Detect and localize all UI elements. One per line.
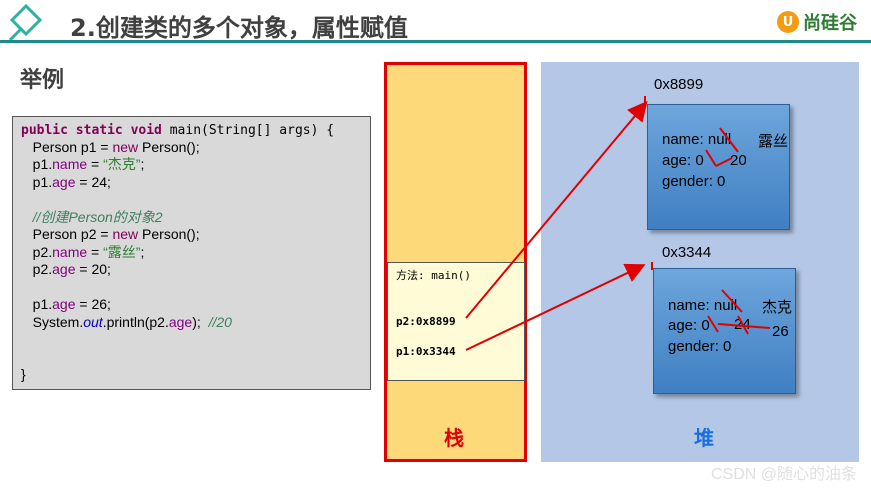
strike-name-2 <box>721 289 743 313</box>
object2-age-value-new: 26 <box>772 323 789 340</box>
strike-age-1 <box>705 149 717 167</box>
header-divider <box>0 40 871 43</box>
brand-u-icon: U <box>777 11 799 33</box>
object1-address: 0x8899 <box>654 76 704 93</box>
object1-name-field: name: null <box>662 131 732 148</box>
object1-age-value: 20 <box>730 152 747 169</box>
code-line: p2.name = “露丝”; <box>21 243 145 260</box>
slide-title: 2.创建类的多个对象，属性赋值 <box>70 14 408 42</box>
section-title: 举例 <box>20 68 65 93</box>
p1-reference: p1:0x3344 <box>396 345 456 358</box>
object2-age-field: age: 0 <box>668 317 710 334</box>
strike-age-1b <box>715 157 733 167</box>
object1-name-value: 露丝 <box>758 133 789 150</box>
object2-gender-field: gender: 0 <box>668 338 732 355</box>
object1-gender-field: gender: 0 <box>662 173 726 190</box>
brand-name: 尚硅谷 <box>803 13 857 34</box>
stack-frame-main: 方法: main() p2:0x8899 p1:0x3344 <box>387 262 525 381</box>
code-line: p2.age = 20; <box>21 261 111 277</box>
code-line: //创建Person的对象2 <box>21 208 163 225</box>
frame-title: 方法: main() <box>396 269 471 282</box>
arrow-p1-to-object2 <box>465 263 646 351</box>
object2-address: 0x3344 <box>662 244 712 261</box>
heap-object-p1: name: null age: 0 gender: 0 <box>653 268 796 394</box>
code-line: Person p1 = new Person(); <box>21 138 200 155</box>
watermark: CSDN @随心的油条 <box>710 466 857 483</box>
object1-age-field: age: 0 <box>662 152 704 169</box>
code-line: p1.age = 26; <box>21 296 111 312</box>
object2-name-value: 杰克 <box>762 299 793 316</box>
stack-label: 栈 <box>444 426 464 450</box>
code-line: } <box>21 366 26 382</box>
logo-icon <box>8 3 43 42</box>
heap-object-p2: name: null age: 0 gender: 0 <box>647 104 790 230</box>
code-line: System.out.println(p2.age); //20 <box>21 313 232 330</box>
code-line: public static void main(String[] args) { <box>21 123 335 138</box>
strike-name-1 <box>719 127 739 153</box>
code-block: public static void main(String[] args) {… <box>12 116 371 390</box>
heap-label: 堆 <box>694 426 714 450</box>
arrow-p2-to-object1 <box>465 100 648 319</box>
strike-age-2 <box>707 315 719 333</box>
code-line: p1.age = 24; <box>21 173 111 190</box>
brand-logo: U 尚硅谷 <box>777 9 857 35</box>
p2-reference: p2:0x8899 <box>396 315 456 328</box>
code-line: p1.name = “杰克”; <box>21 156 145 172</box>
code-line: Person p2 = new Person(); <box>21 226 200 242</box>
object2-name-field: name: null <box>668 297 738 314</box>
strike-age-2c <box>737 315 749 335</box>
